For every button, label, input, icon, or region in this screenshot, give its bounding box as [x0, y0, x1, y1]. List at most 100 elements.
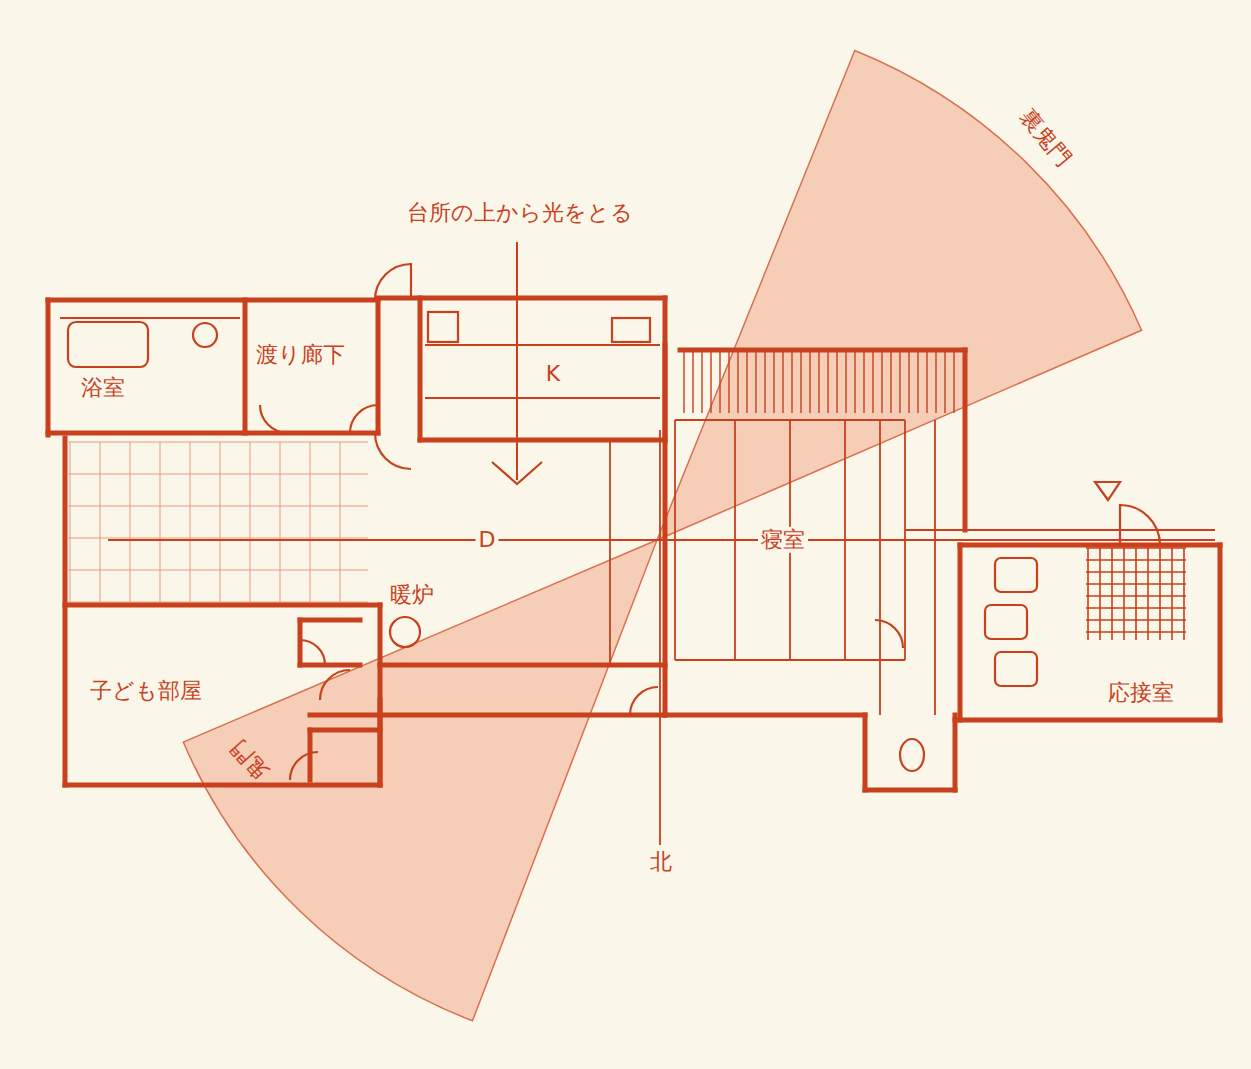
toilet-symbol — [193, 323, 217, 347]
hatch-line — [872, 352, 873, 413]
hatch-line — [908, 352, 909, 413]
wall — [48, 298, 378, 303]
hatch-line — [773, 352, 774, 413]
grid-line — [1086, 559, 1186, 561]
wall — [963, 350, 968, 530]
door-swing — [260, 405, 288, 433]
note-label: 台所の上から光をとる — [404, 200, 636, 226]
door-swing — [1120, 505, 1160, 545]
grid-line — [1183, 548, 1185, 640]
stair-hatch — [684, 352, 954, 413]
hatch-line — [791, 352, 792, 413]
hatch-line — [827, 352, 828, 413]
hatch-line — [944, 352, 945, 413]
sofa-symbol — [995, 652, 1037, 686]
fixtures — [68, 264, 1160, 780]
wall — [300, 663, 360, 668]
tile-grid — [68, 442, 368, 602]
wall — [418, 298, 423, 440]
sofa-symbol — [995, 558, 1037, 592]
thin-line — [879, 420, 881, 715]
grid-line — [1111, 548, 1113, 640]
tile-line — [280, 442, 281, 602]
room-label: 浴室 — [78, 375, 128, 401]
room-label: 暖炉 — [387, 582, 437, 608]
wall — [63, 438, 68, 785]
tile-line — [190, 442, 191, 602]
room-label: 寝室 — [758, 527, 808, 553]
kimon-sector — [183, 540, 657, 1021]
grid-line — [1135, 548, 1137, 640]
room-label: 渡り廊下 — [253, 342, 348, 368]
hatch-line — [818, 352, 819, 413]
hatch-line — [809, 352, 810, 413]
hatch-line — [863, 352, 864, 413]
kimon-sector — [657, 50, 1142, 540]
light-arrow — [516, 242, 518, 480]
grid-line — [1086, 595, 1186, 597]
tile-line — [70, 442, 71, 602]
tile-line — [68, 474, 368, 475]
hatch-line — [935, 352, 936, 413]
wall — [48, 431, 378, 436]
hatch-line — [728, 352, 729, 413]
sofa-symbol — [985, 605, 1027, 639]
grid-line — [1087, 548, 1089, 640]
grid-line — [1086, 631, 1186, 633]
tile-line — [100, 442, 101, 602]
stove-symbol — [612, 318, 650, 342]
tile-line — [220, 442, 221, 602]
door-swing — [375, 264, 411, 300]
wall — [420, 438, 665, 443]
hatch-line — [845, 352, 846, 413]
grid-line — [1123, 548, 1125, 640]
compass-label: 北 — [647, 849, 675, 875]
tile-line — [68, 538, 368, 539]
tile-line — [160, 442, 161, 602]
tile-line — [310, 442, 311, 602]
wall — [308, 730, 313, 780]
grid-line — [1147, 548, 1149, 640]
door-swing — [320, 670, 350, 700]
tile-line — [68, 442, 368, 443]
hatch-line — [836, 352, 837, 413]
door-swing — [875, 620, 903, 648]
wall — [955, 718, 1220, 723]
grid-line — [1086, 607, 1186, 609]
thin-line — [609, 440, 611, 665]
hatch-line — [782, 352, 783, 413]
wall — [376, 300, 381, 433]
wall — [378, 605, 383, 785]
hatch-line — [917, 352, 918, 413]
thin-line — [60, 317, 240, 319]
wall — [665, 713, 865, 718]
wall — [243, 300, 248, 433]
thin-line — [425, 344, 660, 346]
wall — [310, 713, 380, 718]
door-swing — [350, 405, 378, 433]
hatch-line — [764, 352, 765, 413]
wall — [300, 618, 360, 623]
hatch-line — [719, 352, 720, 413]
door-swing — [375, 433, 411, 469]
room-label: D — [476, 527, 499, 553]
entrance-mark — [1095, 482, 1120, 500]
toilet-symbol — [900, 739, 924, 771]
wall — [1218, 545, 1223, 720]
fridge-symbol — [428, 312, 458, 342]
arrow-head — [492, 462, 542, 484]
thin-line — [905, 529, 1215, 531]
grid-line — [1086, 619, 1186, 621]
wall — [380, 663, 665, 668]
room-label: 子ども部屋 — [87, 678, 205, 704]
wall — [310, 728, 380, 733]
door-swing — [300, 640, 325, 665]
hatch-line — [755, 352, 756, 413]
thin-line — [108, 539, 1215, 541]
hatch-line — [899, 352, 900, 413]
grid-line — [1171, 548, 1173, 640]
thin-line — [659, 430, 661, 845]
hatch-line — [692, 352, 693, 413]
hatch-line — [854, 352, 855, 413]
